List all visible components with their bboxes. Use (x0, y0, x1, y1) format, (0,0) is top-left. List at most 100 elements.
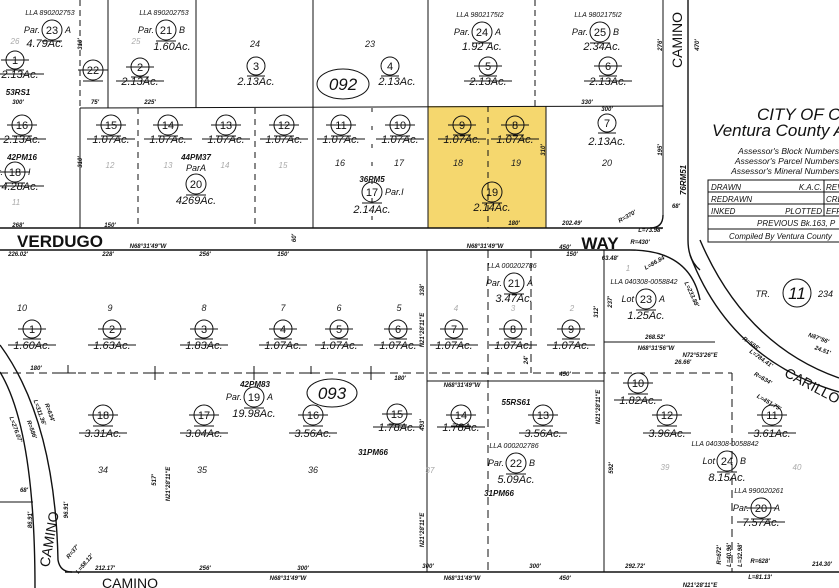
dimension-label: 86.91' (28, 511, 34, 528)
parcel-2[interactable]: 21.63Ac. (88, 319, 136, 352)
recording-reference: 53RS1 (6, 88, 31, 97)
parcel-19[interactable]: 192.14Ac. (472, 181, 511, 214)
parcel-14[interactable]: 141.07Ac. (144, 114, 192, 146)
block-number: 34 (98, 465, 108, 475)
parcel-number: 8 (510, 324, 516, 336)
dimension-label: 300' (529, 564, 541, 570)
table-label: CRE (826, 195, 839, 204)
parcel-11[interactable]: 111.07Ac. (317, 114, 365, 146)
parcel-4[interactable]: 41.07Ac. (259, 319, 307, 352)
parcel-number-circle (380, 56, 400, 76)
parcel-6[interactable]: 61.07Ac. (374, 319, 422, 352)
parcel-number: 25 (594, 27, 606, 39)
parcel-8[interactable]: 81.07Ac. (491, 115, 539, 146)
parcel-16[interactable]: 162.13Ac. (0, 114, 46, 146)
parcel-acreage: 1.78Ac. (378, 422, 415, 434)
block-number: 16 (335, 158, 345, 168)
parcel-acreage: 1.60Ac. (153, 41, 190, 53)
parcel-3[interactable]: 31.83Ac. (180, 319, 228, 352)
parcel-17[interactable]: 172.14Ac.Par.I (352, 181, 404, 216)
block-number: 7 (280, 303, 286, 313)
parcel-1[interactable]: 11.60Ac. (8, 319, 56, 352)
parcel-10[interactable]: 101.82Ac. (614, 372, 662, 407)
recording-reference: 42PM16 (6, 153, 37, 162)
parcel-12[interactable]: 123.96Ac. (643, 404, 691, 440)
parcel-number: 7 (451, 324, 457, 336)
parcel-suffix: Par.I (385, 187, 404, 197)
parcel-number: 3 (253, 61, 259, 73)
block-number: 14 (221, 161, 230, 170)
parcel-15[interactable]: 151.78Ac. (373, 403, 421, 434)
parcel-3[interactable]: 32.13Ac. (236, 56, 275, 88)
dimension-label: 214.30' (811, 562, 832, 568)
parcel-1[interactable]: 12.13Ac. (0, 50, 44, 81)
dimension-label: R=370' (618, 209, 638, 224)
parcel-7[interactable]: 71.07Ac. (430, 319, 478, 352)
parcel-number: 6 (605, 61, 611, 73)
parcel-11[interactable]: 113.61Ac. (748, 404, 796, 440)
parcel-number-circle (185, 173, 207, 195)
parcel-suffix: B (613, 27, 619, 37)
dimension-label: R=628' (750, 559, 770, 565)
parcel-22[interactable]: 22 (78, 59, 108, 82)
dimension-label: 68' (672, 204, 681, 210)
parcel-suffix: B (740, 456, 746, 466)
parcel-acreage: 1.07Ac. (379, 340, 416, 352)
parcel-12[interactable]: 121.07Ac. (260, 114, 308, 146)
parcel-13[interactable]: 131.07Ac. (202, 114, 250, 146)
parcel-16[interactable]: 163.56Ac. (289, 404, 337, 440)
dimension-label: L=40.96' (727, 543, 733, 567)
parcel-8[interactable]: 81.07Ac. (489, 319, 537, 352)
parcel-18[interactable]: 184.28Ac.Par.I (0, 161, 44, 193)
parcel-6[interactable]: 6 2.13Ac. (584, 56, 632, 88)
dimension-label: 60' (292, 233, 298, 242)
dimension-label: 96.91' (64, 501, 70, 518)
dimension-label: L=276.07' (8, 416, 23, 444)
parcel-acreage: 2.13Ac. (588, 76, 626, 88)
parcel-15[interactable]: 151.07Ac. (87, 114, 135, 146)
parcel-5[interactable]: 52.13Ac. (464, 56, 512, 88)
parcel-number-circle (635, 288, 657, 310)
dimension-label: N68°31'49"W (467, 244, 505, 250)
parcel-13[interactable]: 133.56Ac. (519, 404, 567, 440)
dimension-label: 68' (20, 488, 29, 494)
dimension-label: 63.48' (602, 256, 619, 262)
dimension-label: 312' (594, 306, 600, 318)
parcel-number: 4 (280, 324, 286, 336)
tract-label: TR. (756, 289, 771, 299)
highlighted-parcel[interactable] (428, 106, 546, 228)
block-number: 37 (426, 466, 435, 475)
parcel-17[interactable]: 173.04Ac. (180, 404, 228, 440)
table-value: PLOTTED (785, 207, 822, 216)
parcel-4[interactable]: 42.13Ac. (377, 56, 416, 88)
parcel-acreage: 2.13Ac. (0, 69, 38, 81)
parcel-acreage: 1.63Ac. (93, 340, 130, 352)
parcel-acreage: 1.07Ac. (322, 134, 359, 146)
dimension-label: N21°28'11"E (420, 512, 426, 548)
parcel-2[interactable]: 22.13Ac. (116, 57, 164, 88)
parcel-18[interactable]: 183.31Ac. (79, 404, 127, 440)
parcel-7[interactable]: 72.13Ac. (587, 113, 626, 148)
dimension-label: 150' (104, 223, 116, 229)
block-number: 1 (626, 264, 630, 273)
parcel-9[interactable]: 91.07Ac. (438, 115, 486, 146)
parcel-acreage: 1.07Ac. (443, 134, 480, 146)
parcel-9[interactable]: 91.07Ac. (547, 319, 595, 352)
dimension-label: 256' (198, 252, 211, 258)
dimension-label: 292.72' (624, 564, 645, 570)
parcel-5[interactable]: 51.07Ac. (315, 319, 363, 352)
parcel-10[interactable]: 101.07Ac. (376, 114, 424, 146)
parcel-14[interactable]: 141.78Ac. (437, 404, 485, 434)
